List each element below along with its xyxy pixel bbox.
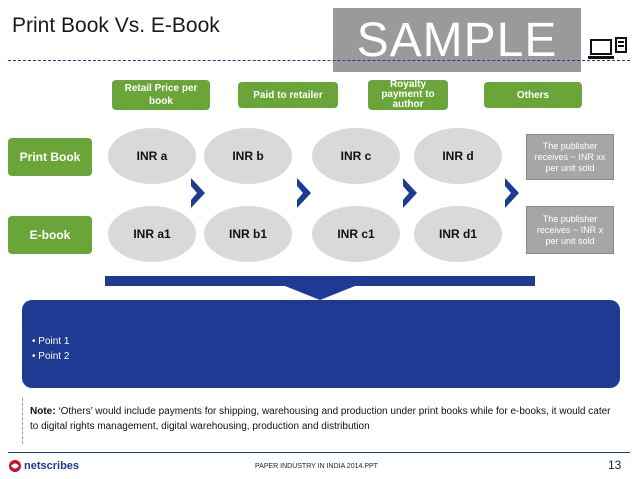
down-arrow-icon xyxy=(280,284,360,300)
page-title: Print Book Vs. E-Book xyxy=(12,14,220,37)
points-list: • Point 1 • Point 2 xyxy=(32,334,69,364)
netscribes-logo: netscribes xyxy=(8,458,88,474)
title-divider xyxy=(8,60,630,61)
note-label: Note: xyxy=(30,406,56,417)
logo-mark-icon xyxy=(9,460,21,472)
header-retail-price: Retail Price per book xyxy=(112,80,210,110)
down-arrow-banner xyxy=(105,276,535,286)
oval-print-others: INR d xyxy=(414,128,502,184)
oval-ebook-retailer: INR b1 xyxy=(204,206,292,262)
oval-print-retailer: INR b xyxy=(204,128,292,184)
header-others: Others xyxy=(484,82,582,108)
computer-icon xyxy=(588,37,627,59)
chevron-right-icon xyxy=(191,178,205,208)
note: Note: ‘Others’ would include payments fo… xyxy=(30,404,614,434)
page-number: 13 xyxy=(608,458,622,472)
header-royalty: Royalty payment to author xyxy=(368,80,448,110)
header-paid-to-retailer: Paid to retailer xyxy=(238,82,338,108)
oval-ebook-royalty: INR c1 xyxy=(312,206,400,262)
oval-print-royalty: INR c xyxy=(312,128,400,184)
note-text: ‘Others’ would include payments for ship… xyxy=(30,406,611,432)
chevron-right-icon xyxy=(297,178,311,208)
chevron-right-icon xyxy=(505,178,519,208)
sample-watermark: SAMPLE xyxy=(333,8,581,72)
others-box-print: The publisher receives ~ INR xx per unit… xyxy=(526,134,614,180)
oval-ebook-others: INR d1 xyxy=(414,206,502,262)
oval-ebook-retail: INR a1 xyxy=(108,206,196,262)
note-divider xyxy=(22,398,23,444)
logo-text: netscribes xyxy=(24,460,80,472)
list-item: • Point 1 xyxy=(32,336,70,347)
others-box-ebook: The publisher receives ~ INR x per unit … xyxy=(526,206,614,254)
points-panel: • Point 1 • Point 2 xyxy=(22,300,620,388)
chevron-right-icon xyxy=(403,178,417,208)
list-item: • Point 2 xyxy=(32,351,70,362)
oval-print-retail: INR a xyxy=(108,128,196,184)
footer-divider xyxy=(8,452,630,453)
footer-file-name: PAPER INDUSTRY IN INDIA 2014.PPT xyxy=(255,463,378,470)
row-label-print-book: Print Book xyxy=(8,138,92,176)
row-label-ebook: E-book xyxy=(8,216,92,254)
